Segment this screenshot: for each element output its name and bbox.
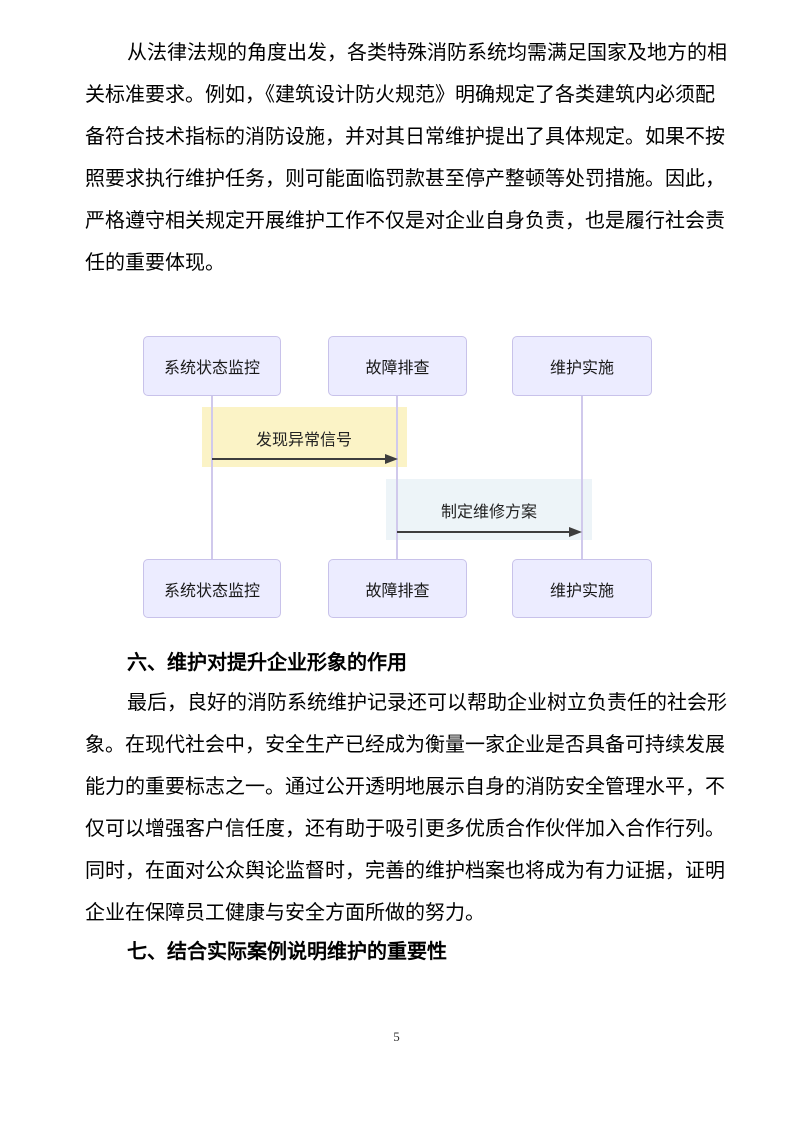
actor-box-top-maintenance: 维护实施 <box>512 336 652 396</box>
arrowhead-icon <box>385 454 398 464</box>
actor-box-bottom-system-monitor: 系统状态监控 <box>143 559 281 618</box>
message-arrow-1 <box>212 458 385 460</box>
highlight-rect-blue <box>386 479 592 540</box>
actor-label: 维护实施 <box>549 582 614 600</box>
lifeline-maintenance <box>581 396 583 560</box>
actor-label: 故障排查 <box>365 582 430 600</box>
text-line: 照要求执行维护任务，则可能面临罚款甚至停产整顿等处罚措施。因此， <box>85 168 725 190</box>
text-line: 仅可以增强客户信任度，还有助于吸引更多优质合作伙伴加入合作行列。 <box>85 818 725 840</box>
heading-section-seven: 七、结合实际案例说明维护的重要性 <box>127 941 447 963</box>
text-line: 关标准要求。例如，《建筑设计防火规范》明确规定了各类建筑内必须配 <box>85 84 715 106</box>
heading-section-six: 六、维护对提升企业形象的作用 <box>127 652 407 674</box>
actor-label: 系统状态监控 <box>163 360 260 377</box>
message-arrow-2 <box>397 531 569 533</box>
actor-box-bottom-maintenance: 维护实施 <box>512 559 652 618</box>
message-label-abnormal-signal: 发现异常信号 <box>255 432 352 449</box>
text-line: 企业在保障员工健康与安全方面所做的努力。 <box>85 902 485 924</box>
actor-box-bottom-fault-check: 故障排查 <box>328 559 467 618</box>
text-line: 象。在现代社会中，安全生产已经成为衡量一家企业是否具备可持续发展 <box>85 734 725 756</box>
actor-box-top-system-monitor: 系统状态监控 <box>143 336 281 396</box>
highlight-rect-yellow <box>202 407 407 467</box>
text-line: 严格遵守相关规定开展维护工作不仅是对企业自身负责，也是履行社会责 <box>85 210 725 232</box>
text-line: 任的重要体现。 <box>85 252 225 274</box>
lifeline-system-monitor <box>211 396 213 560</box>
text-line: 从法律法规的角度出发，各类特殊消防系统均需满足国家及地方的相 <box>127 42 727 64</box>
arrowhead-icon <box>569 527 582 537</box>
message-label-repair-plan: 制定维修方案 <box>440 504 537 521</box>
actor-box-top-fault-check: 故障排查 <box>328 336 467 396</box>
text-line: 备符合技术指标的消防设施，并对其日常维护提出了具体规定。如果不按 <box>85 126 725 148</box>
paragraph-legal: 从法律法规的角度出发，各类特殊消防系统均需满足国家及地方的相 关标准要求。例如，… <box>85 32 727 284</box>
page-number: 5 <box>393 1029 400 1044</box>
paragraph-image: 最后，良好的消防系统维护记录还可以帮助企业树立负责任的社会形 象。在现代社会中，… <box>85 682 727 934</box>
actor-label: 系统状态监控 <box>163 582 260 600</box>
text-line: 最后，良好的消防系统维护记录还可以帮助企业树立负责任的社会形 <box>127 692 727 714</box>
lifeline-fault-check <box>396 396 398 560</box>
text-line: 能力的重要标志之一。通过公开透明地展示自身的消防安全管理水平，不 <box>85 776 725 798</box>
actor-label: 维护实施 <box>549 360 614 377</box>
actor-label: 故障排查 <box>365 360 430 377</box>
text-line: 同时，在面对公众舆论监督时，完善的维护档案也将成为有力证据，证明 <box>85 860 725 882</box>
